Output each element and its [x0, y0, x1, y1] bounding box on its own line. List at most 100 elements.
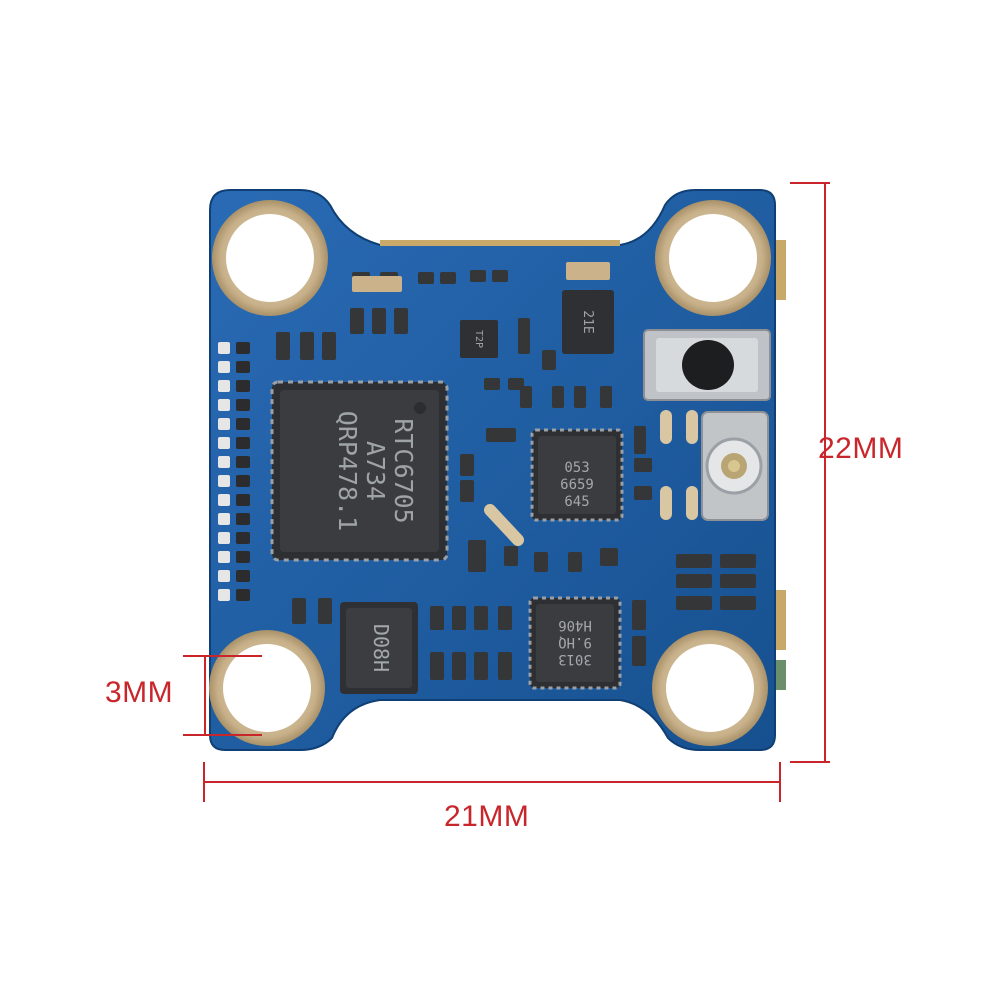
- edge-pad: [218, 513, 230, 525]
- edge-pad: [236, 532, 250, 544]
- edge-pad: [236, 342, 250, 354]
- smd-component: [474, 606, 488, 630]
- edge-pad: [218, 418, 230, 430]
- smd-component: [452, 606, 466, 630]
- smd-component: [498, 606, 512, 630]
- edge-pad: [218, 494, 230, 506]
- edge-pad: [236, 456, 250, 468]
- edge-pad: [218, 589, 230, 601]
- antenna-pads: [660, 410, 698, 520]
- edge-pad: [236, 570, 250, 582]
- smd-component: [486, 428, 516, 442]
- lower-chip-line3: H406: [558, 617, 592, 633]
- edge-pad: [236, 494, 250, 506]
- left-edge-pads: [218, 342, 250, 601]
- pcb-edge-strip: [380, 240, 620, 246]
- smd-component: [276, 332, 290, 360]
- smd-component: [534, 552, 548, 572]
- small-ic-text: T2P: [473, 330, 484, 348]
- dimension-height: [790, 182, 830, 763]
- smd-component: [508, 378, 524, 390]
- smd-component: [394, 308, 408, 334]
- smd-passives: [276, 262, 756, 680]
- smd-component: [720, 554, 756, 568]
- smd-component: [518, 318, 530, 354]
- regulator-text: 21E: [580, 310, 595, 333]
- smd-component: [568, 552, 582, 572]
- edge-pad: [236, 551, 250, 563]
- lower-chip-line2: 9.HQ: [558, 634, 592, 650]
- smd-component: [632, 600, 646, 630]
- smd-component: [318, 598, 332, 624]
- chip-text-line3: QRP478.1: [333, 411, 362, 531]
- smd-component: [542, 350, 556, 370]
- smd-component: [300, 332, 314, 360]
- smd-component: [632, 636, 646, 666]
- smd-component: [498, 652, 512, 680]
- edge-pad: [236, 475, 250, 487]
- inductor: D08H: [340, 602, 418, 694]
- smd-component: [566, 262, 610, 280]
- smd-component: [440, 272, 456, 284]
- edge-pad: [218, 532, 230, 544]
- smd-component: [418, 272, 434, 284]
- smd-component: [676, 596, 712, 610]
- edge-pad: [218, 456, 230, 468]
- edge-pad: [236, 513, 250, 525]
- smd-component: [460, 454, 474, 476]
- smd-component: [600, 386, 612, 408]
- smd-component: [552, 386, 564, 408]
- mounting-hole-bottom-left: [209, 630, 325, 746]
- mounting-hole-bottom-right: [652, 630, 768, 746]
- smd-component: [600, 548, 618, 566]
- smd-component: [676, 574, 712, 588]
- edge-pad: [218, 342, 230, 354]
- edge-pad: [236, 399, 250, 411]
- edge-pad: [236, 589, 250, 601]
- smd-component: [292, 598, 306, 624]
- smd-component: [720, 596, 756, 610]
- smd-component: [720, 574, 756, 588]
- smd-component: [352, 276, 402, 292]
- height-dimension-label: 22MM: [818, 432, 904, 465]
- smd-component: [634, 458, 652, 472]
- smd-component: [430, 652, 444, 680]
- dimension-width: [203, 762, 781, 802]
- osd-chip: 053 6659 645: [530, 428, 624, 522]
- smd-component: [634, 486, 652, 500]
- smd-component: [492, 270, 508, 282]
- chip-text-line1: RTC6705: [389, 418, 418, 523]
- osd-chip-line2: 6659: [560, 477, 594, 493]
- edge-pad: [218, 551, 230, 563]
- smd-component: [574, 386, 586, 408]
- lower-right-chip: 3013 9.HQ H406: [528, 596, 622, 690]
- smd-component: [452, 652, 466, 680]
- osd-chip-line3: 645: [564, 494, 589, 510]
- hole-dimension-label: 3MM: [105, 676, 174, 709]
- edge-pad: [218, 437, 230, 449]
- smd-component: [484, 378, 500, 390]
- rtc6705-chip: RTC6705 A734 QRP478.1: [270, 380, 449, 562]
- smd-component: [634, 426, 646, 454]
- smd-component: [520, 386, 532, 408]
- smd-component: [470, 270, 486, 282]
- small-ic: T2P: [460, 320, 498, 358]
- smd-component: [322, 332, 336, 360]
- chip-text-line2: A734: [361, 441, 390, 501]
- mounting-hole-top-right: [655, 200, 771, 316]
- inductor-text: D08H: [369, 624, 393, 672]
- edge-pad: [218, 570, 230, 582]
- smd-component: [372, 308, 386, 334]
- smd-component: [474, 652, 488, 680]
- edge-pad: [236, 380, 250, 392]
- ufl-antenna-connector: [701, 411, 769, 521]
- edge-pad: [218, 475, 230, 487]
- edge-pad: [218, 380, 230, 392]
- dimension-hole: [183, 655, 262, 736]
- edge-pad: [218, 361, 230, 373]
- edge-pad: [236, 361, 250, 373]
- edge-pad: [236, 437, 250, 449]
- mounting-hole-top-left: [212, 200, 328, 316]
